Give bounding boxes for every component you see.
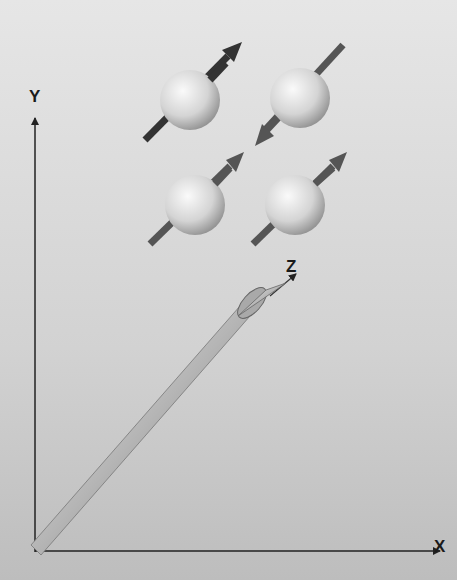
spin-up [150, 152, 244, 244]
axis-label: Y [29, 88, 40, 105]
spin-down [255, 45, 343, 146]
axis-label: X [434, 538, 445, 555]
spin-up [145, 42, 242, 140]
axis-label: Z [286, 258, 296, 275]
spin-up [253, 152, 347, 244]
